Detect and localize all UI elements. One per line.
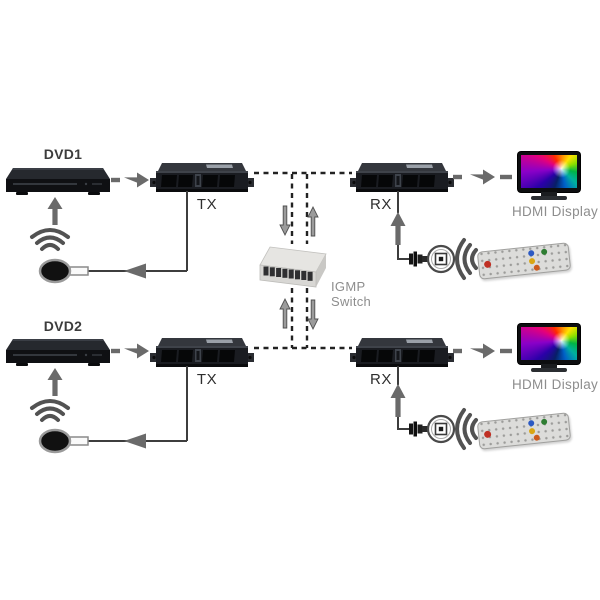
rx-top-label: RX bbox=[369, 196, 393, 213]
ir-waves-remote-top-icon bbox=[455, 238, 478, 280]
remote-power-button-icon bbox=[483, 430, 492, 439]
remote-green-button-icon bbox=[540, 248, 548, 256]
tv-base bbox=[531, 196, 567, 200]
igmp-switch-icon bbox=[259, 246, 327, 288]
ir-receiver-bottom bbox=[407, 414, 456, 444]
dvd2-player-icon bbox=[6, 339, 110, 366]
ir-waves-dvd2-icon bbox=[30, 399, 70, 422]
dvd1-label: DVD1 bbox=[43, 146, 83, 162]
arrow-ir-to-dvd2 bbox=[47, 368, 63, 396]
rx-bottom-label: RX bbox=[369, 371, 393, 388]
igmp-switch-label: IGMP Switch bbox=[331, 279, 371, 309]
remote-blue-button-icon bbox=[527, 419, 535, 427]
tx-top-label: TX bbox=[196, 196, 218, 213]
arrow-ir-to-rx-top bbox=[390, 211, 406, 245]
tv-neck bbox=[541, 364, 557, 368]
ir-pickup-path-top bbox=[397, 191, 410, 260]
ir-waves-remote-bottom-icon bbox=[455, 408, 478, 450]
tv-screen bbox=[521, 327, 577, 360]
hdmi-display-bottom-icon bbox=[518, 324, 580, 372]
arrow-ir-to-dvd1 bbox=[47, 197, 63, 225]
tx-bottom-unit-icon bbox=[150, 338, 254, 367]
ir-emitter-bottom bbox=[38, 428, 90, 454]
hdmi-display-bottom-label: HDMI Display bbox=[511, 377, 599, 392]
remote-blue-button-icon bbox=[527, 249, 535, 257]
tx-bottom-label: TX bbox=[196, 371, 218, 388]
network-links-bottom bbox=[254, 288, 352, 350]
ir-pickup-path-bottom bbox=[397, 366, 410, 430]
ir-return-arrowhead-top bbox=[124, 263, 146, 279]
arrow-dvd1-to-tx bbox=[111, 172, 149, 188]
tx-top-unit-icon bbox=[150, 163, 254, 192]
ir-receiver-top bbox=[407, 244, 456, 274]
network-links-top bbox=[254, 171, 352, 244]
remote-yellow-button-icon bbox=[528, 427, 536, 435]
igmp-switch-label-line2: Switch bbox=[331, 294, 372, 309]
hdmi-display-top-label: HDMI Display bbox=[511, 204, 599, 219]
igmp-switch-label-line1: IGMP bbox=[331, 279, 366, 294]
arrow-dvd2-to-tx bbox=[111, 343, 149, 359]
rx-top-unit-icon bbox=[350, 163, 454, 192]
remote-power-button-icon bbox=[483, 260, 492, 269]
rx-bottom-unit-icon bbox=[350, 338, 454, 367]
remote-orange-button-icon bbox=[533, 264, 541, 271]
remote-orange-button-icon bbox=[533, 434, 541, 441]
ir-return-arrowhead-bottom bbox=[124, 433, 146, 449]
remote-yellow-button-icon bbox=[528, 257, 536, 265]
arrow-rx-to-display-bottom bbox=[453, 343, 512, 359]
tv-neck bbox=[541, 192, 557, 196]
dvd2-label: DVD2 bbox=[43, 318, 83, 334]
hdmi-display-top-icon bbox=[518, 152, 580, 200]
arrow-ir-to-rx-bottom bbox=[390, 383, 406, 417]
ir-emitter-top bbox=[38, 258, 90, 284]
dvd1-player-icon bbox=[6, 168, 110, 195]
remote-green-button-icon bbox=[540, 418, 548, 426]
arrow-rx-to-display-top bbox=[453, 169, 512, 185]
ir-waves-dvd1-icon bbox=[30, 228, 70, 251]
tv-base bbox=[531, 368, 567, 372]
tv-screen bbox=[521, 155, 577, 188]
